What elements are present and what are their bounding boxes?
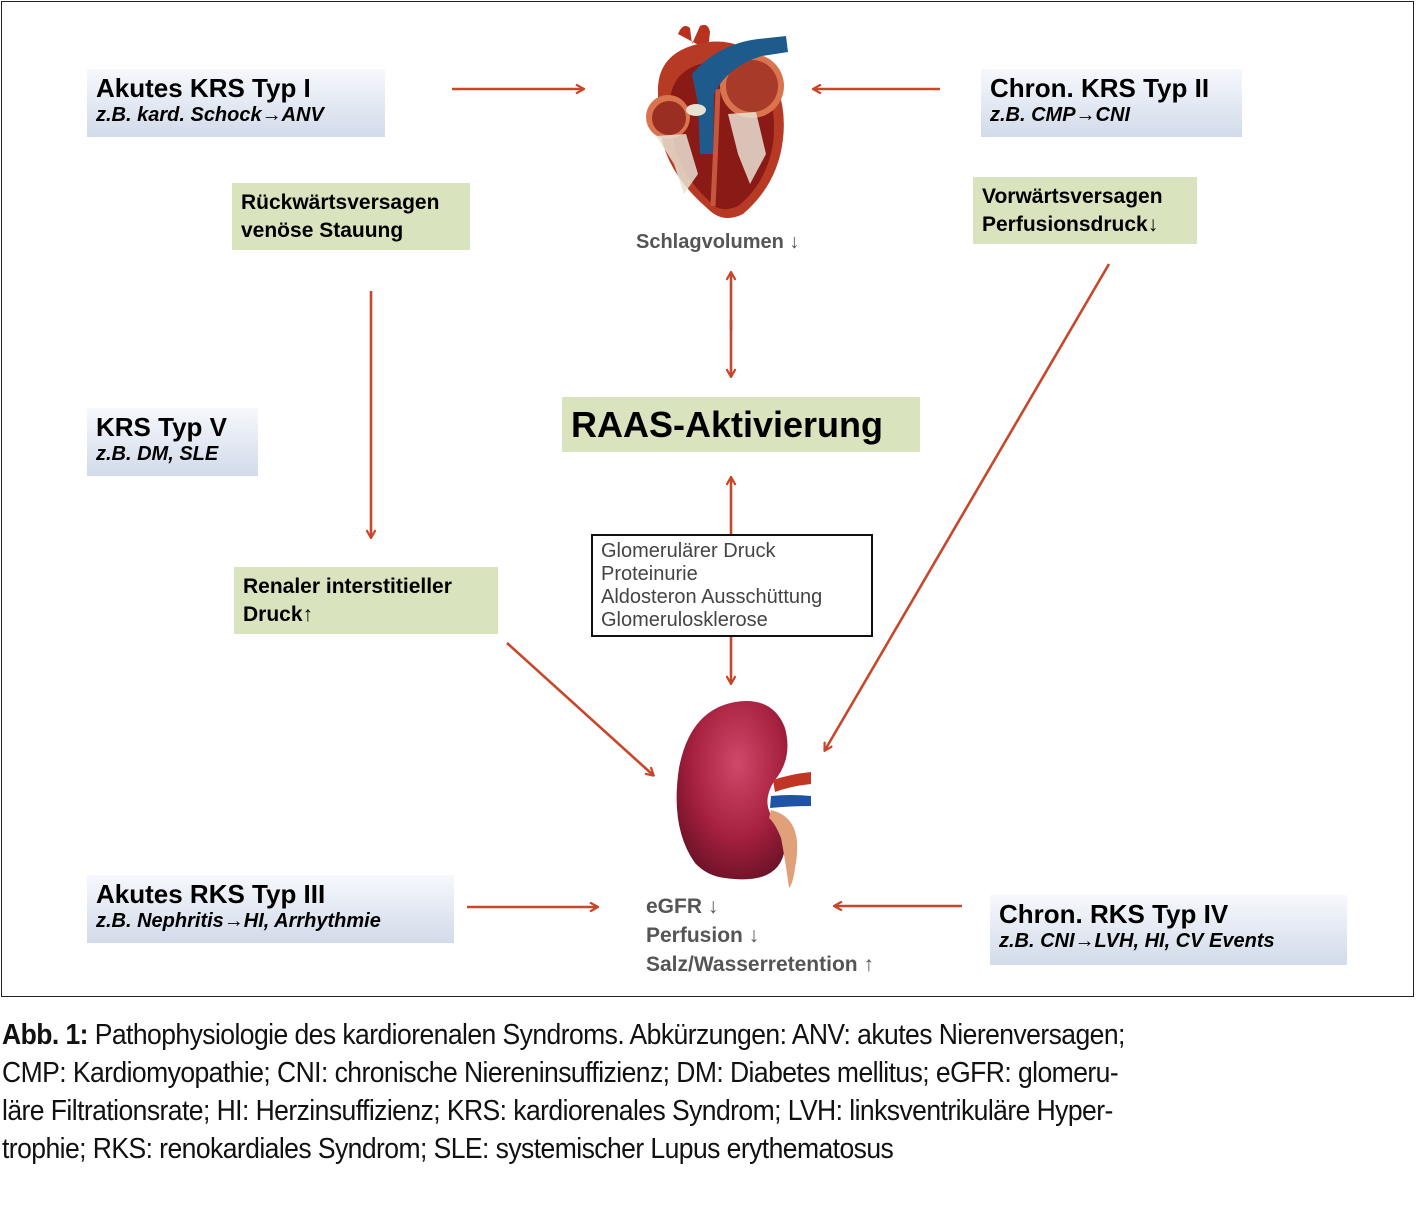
mechanism-line: Druck↑ — [243, 603, 314, 626]
glomerular-item: Glomerulosklerose — [601, 609, 768, 631]
kidney-labels: eGFR ↓ Perfusion ↓ Salz/Wasserretention … — [646, 892, 874, 979]
box-title: Akutes RKS Typ III — [96, 879, 326, 909]
box-example: z.B. DM, SLE — [96, 443, 219, 465]
mechanism-line: Perfusionsdruck↓ — [982, 213, 1159, 236]
arrow-forward-to-kidney — [825, 263, 1111, 750]
raas-box: RAAS-Aktivierung — [562, 397, 920, 452]
caption-line: CMP: Kardiomyopathie; CNI: chronische Ni… — [2, 1057, 1119, 1089]
heart-label: Schlagvolumen ↓ — [636, 231, 800, 253]
heart-icon — [646, 24, 788, 218]
glomerular-item: Glomerulärer Druck — [601, 540, 776, 562]
box-title: Chron. RKS Typ IV — [999, 899, 1229, 929]
kidney-label-salt-water: Salz/Wasserretention ↑ — [646, 953, 874, 976]
kidney-label-egfr: eGFR ↓ — [646, 895, 719, 918]
mechanism-line: Rückwärtsversagen — [241, 191, 440, 214]
box-forward-failure: Vorwärtsversagen Perfusionsdruck↓ — [973, 177, 1197, 244]
glomerular-item: Aldosteron Ausschüttung — [601, 586, 823, 608]
diagram-frame — [1, 1, 1414, 997]
kidney-icon — [676, 701, 811, 888]
glomerular-item: Proteinurie — [601, 563, 698, 585]
box-title: Chron. KRS Typ II — [990, 73, 1210, 103]
figure-caption: Abb. 1: Pathophysiologie des kardiorenal… — [2, 1016, 1411, 1168]
kidney-label-perfusion: Perfusion ↓ — [646, 924, 760, 947]
box-title: KRS Typ V — [96, 412, 227, 442]
mechanism-line: Renaler interstitieller — [243, 575, 452, 598]
arrow-renal-to-kidney — [506, 642, 653, 775]
mechanism-line: venöse Stauung — [241, 219, 404, 242]
box-backward-failure: Rückwärtsversagen venöse Stauung — [232, 183, 470, 250]
box-example: z.B. kard. Schock→ANV — [96, 104, 324, 126]
arrows-layer — [0, 0, 1111, 1000]
box-rks-typ-3: Akutes RKS Typ III z.B. Nephritis→HI, Ar… — [87, 875, 454, 943]
box-rks-typ-4: Chron. RKS Typ IV z.B. CNI→LVH, HI, CV E… — [990, 895, 1347, 965]
box-krs-typ-1: Akutes KRS Typ I z.B. kard. Schock→ANV — [87, 69, 385, 137]
box-example: z.B. CMP→CNI — [990, 104, 1130, 126]
caption-text: Pathophysiologie des kardiorenalen Syndr… — [87, 1019, 1126, 1051]
box-krs-typ-2: Chron. KRS Typ II z.B. CMP→CNI — [981, 69, 1242, 137]
caption-line: Abb. 1: Pathophysiologie des kardiorenal… — [2, 1016, 1411, 1054]
caption-label: Abb. 1: — [2, 1019, 88, 1051]
box-renal-pressure: Renaler interstitieller Druck↑ — [234, 567, 498, 634]
box-example: z.B. CNI→LVH, HI, CV Events — [999, 930, 1275, 952]
mechanism-line: Vorwärtsversagen — [982, 185, 1163, 208]
box-example: z.B. Nephritis→HI, Arrhythmie — [96, 910, 381, 932]
caption-line: läre Filtrationsrate; HI: Herzinsuffizie… — [2, 1095, 1113, 1127]
glomerular-box: Glomerulärer Druck Proteinurie Aldostero… — [591, 534, 873, 637]
box-title: Akutes KRS Typ I — [96, 73, 311, 103]
box-krs-typ-5: KRS Typ V z.B. DM, SLE — [87, 408, 258, 476]
caption-line: trophie; RKS: renokardiales Syndrom; SLE… — [2, 1133, 894, 1165]
